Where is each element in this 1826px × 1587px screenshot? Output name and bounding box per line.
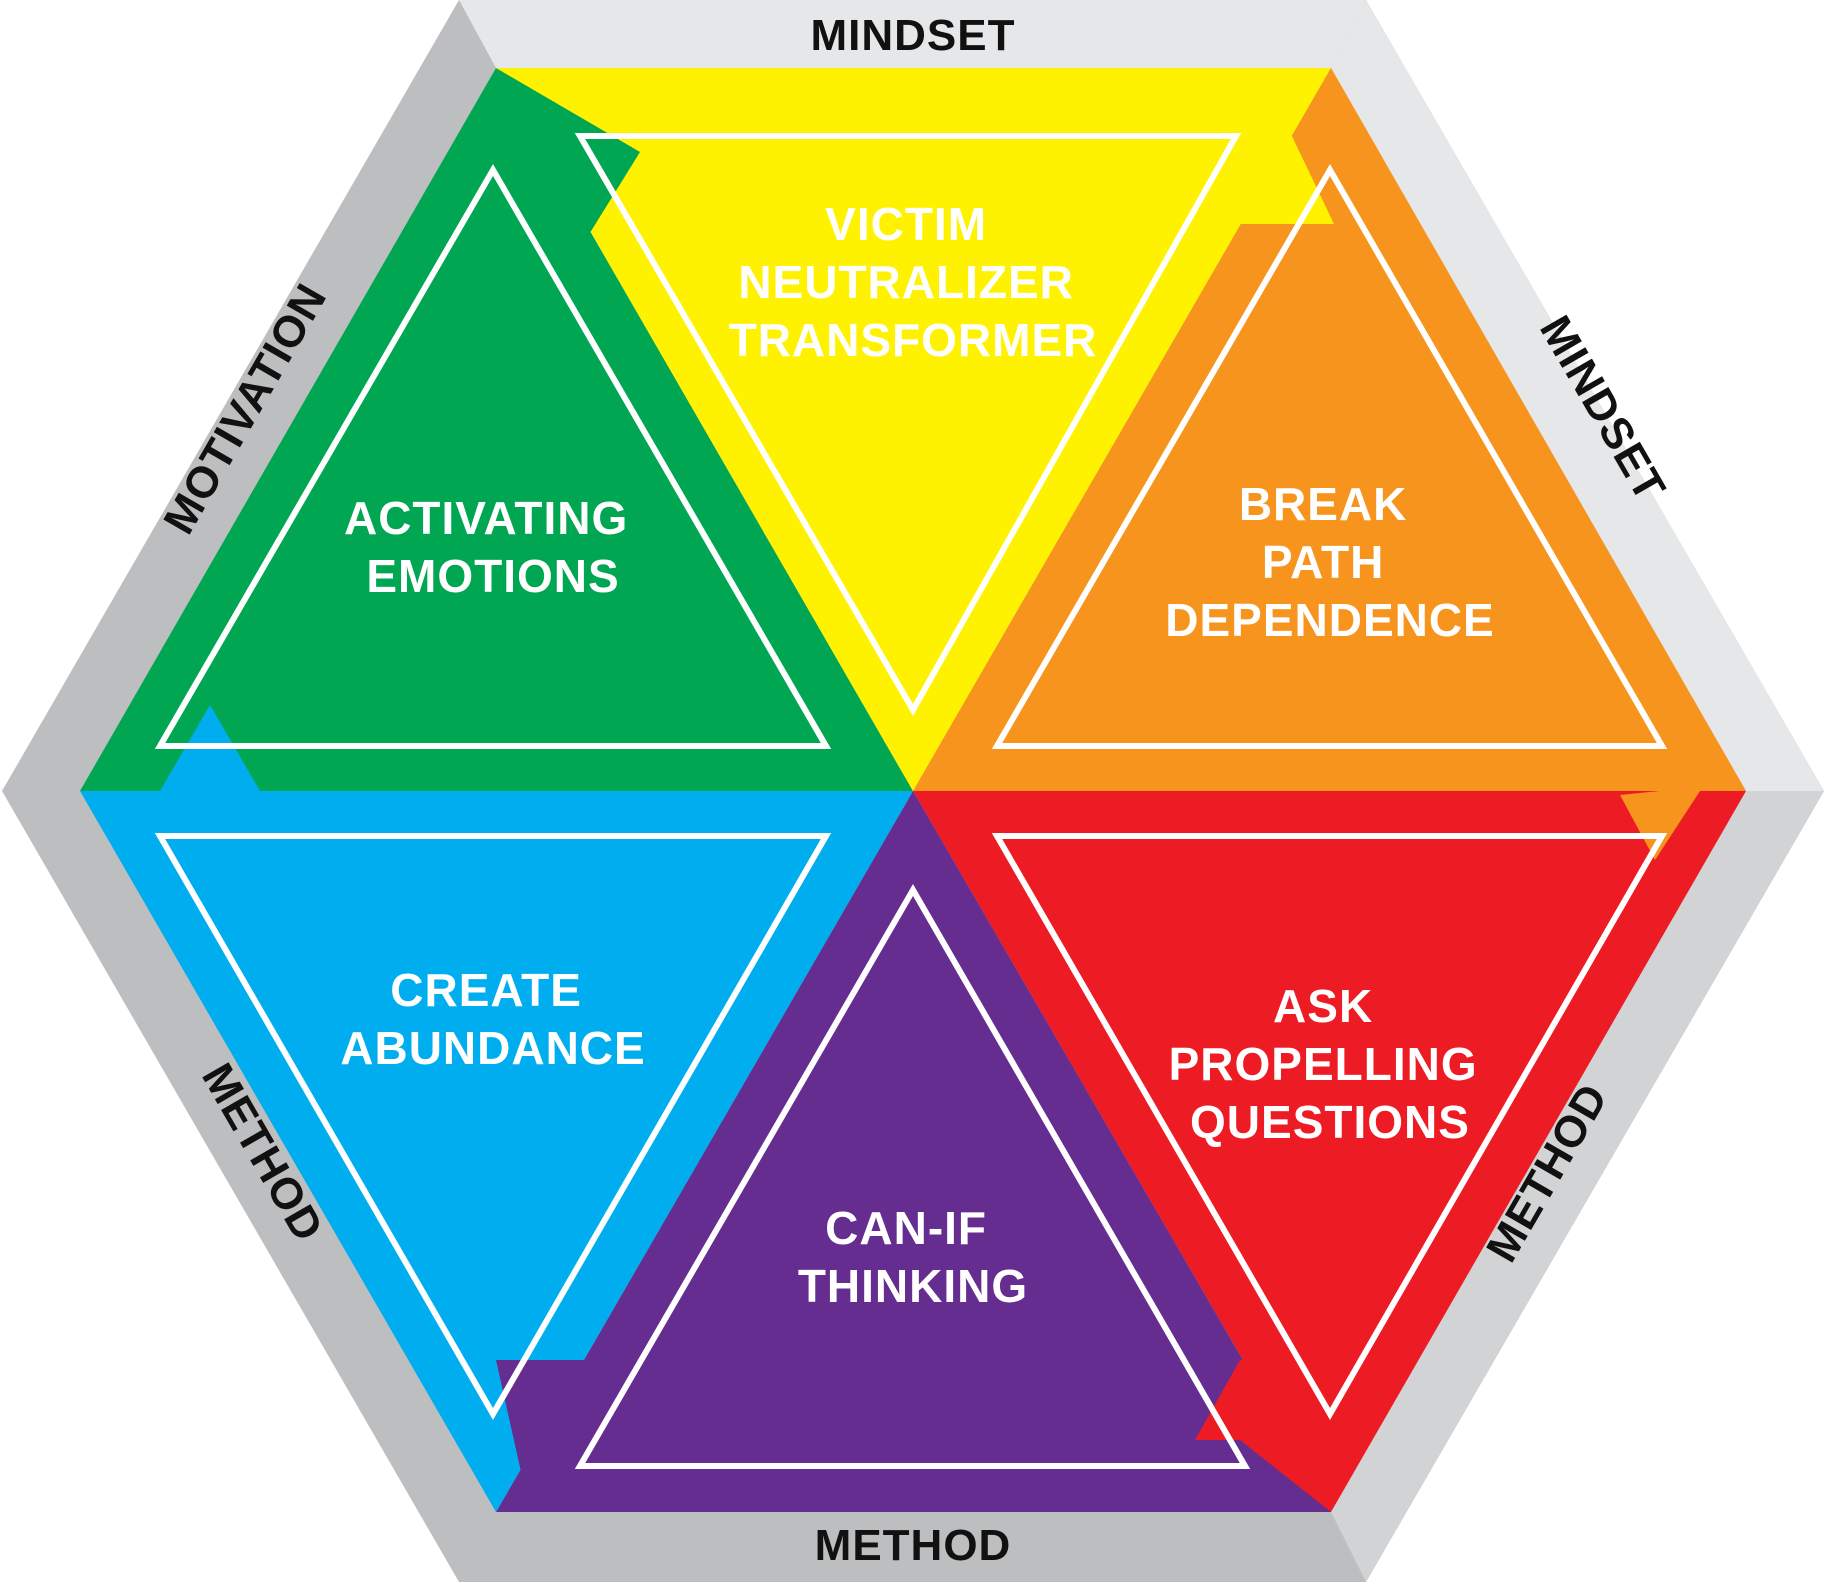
label-victim-line-3: TRANSFORMER: [729, 314, 1098, 366]
outline-can-if-thinking: [574, 883, 1251, 1469]
segment-create-abundance: [80, 791, 913, 1512]
frame-label-bottom: METHOD: [815, 1521, 1012, 1570]
label-create-abundance: CREATE ABUNDANCE: [340, 964, 645, 1074]
segment-can-if-thinking: [496, 791, 1331, 1512]
outline-victim-neutralizer: [574, 133, 1242, 717]
label-activating-emotions: ACTIVATING EMOTIONS: [344, 492, 642, 602]
label-victim-neutralizer: VICTIM NEUTRALIZER TRANSFORMER: [729, 198, 1098, 366]
outline-activating-emotions: [154, 164, 832, 749]
frame-segment-upper-right-light: [1331, 0, 1824, 791]
label-break-line-1: BREAK: [1239, 478, 1408, 530]
label-canif-line-2: THINKING: [798, 1260, 1028, 1312]
label-victim-line-1: VICTIM: [825, 198, 987, 250]
label-ask-line-3: QUESTIONS: [1190, 1096, 1470, 1148]
label-canif-line-1: CAN-IF: [825, 1202, 987, 1254]
arrow-yellow-to-orange: [1232, 68, 1334, 224]
segment-break-path-dependence: [913, 68, 1746, 791]
label-activating-line-2: EMOTIONS: [366, 550, 619, 602]
label-abundance-line-1: CREATE: [390, 964, 582, 1016]
segment-labels: ACTIVATING EMOTIONS VICTIM NEUTRALIZER T…: [340, 198, 1495, 1312]
segment-ask-propelling-questions: [913, 791, 1746, 1512]
segments: [80, 68, 1746, 1512]
segment-victim-neutralizer: [496, 68, 1331, 791]
arrow-orange-to-red: [1620, 791, 1746, 860]
label-break-line-2: PATH: [1262, 536, 1384, 588]
label-can-if-thinking: CAN-IF THINKING: [798, 1202, 1028, 1312]
label-break-path-dependence: BREAK PATH DEPENDENCE: [1165, 478, 1495, 646]
arrow-purple-to-blue: [496, 1360, 588, 1512]
label-victim-line-2: NEUTRALIZER: [738, 256, 1074, 308]
label-activating-line-1: ACTIVATING: [344, 492, 628, 544]
frame-label-top: MINDSET: [811, 11, 1016, 60]
arrow-green-to-yellow: [496, 68, 640, 236]
label-ask-line-2: PROPELLING: [1169, 1038, 1478, 1090]
inner-outlines: [154, 133, 1668, 1469]
frame-segment-top-light: [459, 0, 1366, 68]
outline-ask-propelling-questions: [991, 833, 1668, 1421]
outline-break-path-dependence: [991, 163, 1668, 749]
frame-segment-lower-right-light: [1331, 791, 1824, 1582]
label-abundance-line-2: ABUNDANCE: [340, 1022, 645, 1074]
label-ask-line-1: ASK: [1273, 980, 1373, 1032]
label-break-line-3: DEPENDENCE: [1165, 594, 1495, 646]
segment-activating-emotions: [80, 68, 913, 791]
arrow-red-to-purple: [1195, 1360, 1331, 1512]
label-ask-propelling-questions: ASK PROPELLING QUESTIONS: [1169, 980, 1492, 1148]
outline-create-abundance: [154, 833, 832, 1421]
